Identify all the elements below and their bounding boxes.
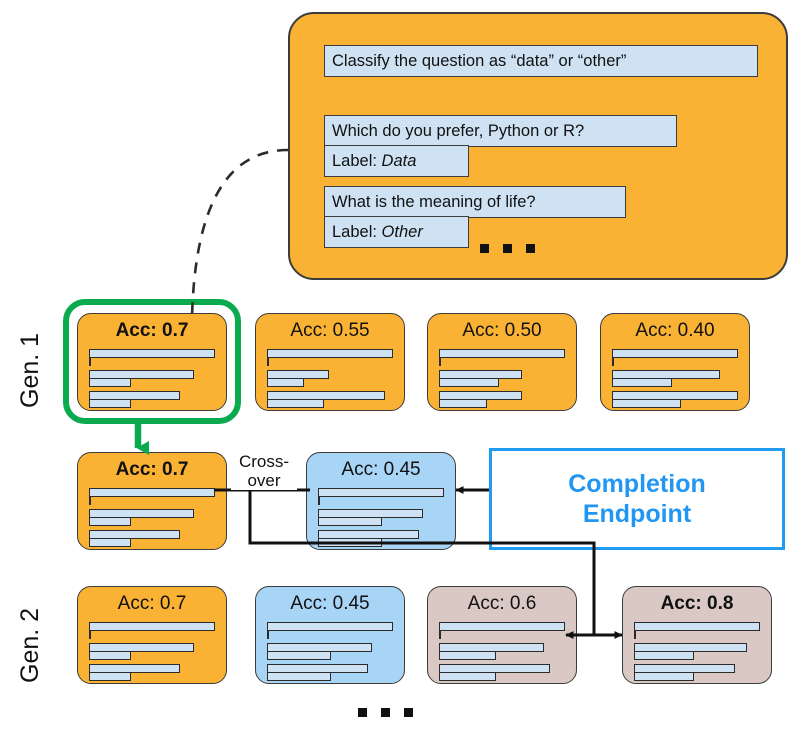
crossover-child-bars [318, 488, 444, 547]
prompt-ellipsis-icon [480, 244, 535, 253]
prompt-example-1-label: Label: Data [324, 145, 469, 177]
gen2-card-2-bars [267, 622, 393, 681]
gen1-card-3-bars [439, 349, 565, 408]
gen2-card-4[interactable]: Acc: 0.8 [622, 586, 772, 684]
gen2-card-3[interactable]: Acc: 0.6 [427, 586, 577, 684]
completion-endpoint-line-1: Completion [568, 470, 706, 498]
prompt-example-1-label-prefix: Label: [332, 152, 382, 170]
prompt-example-2-label-prefix: Label: [332, 223, 382, 241]
gen1-card-3-title: Acc: 0.50 [462, 320, 542, 341]
gen2-card-3-title: Acc: 0.6 [467, 593, 537, 614]
gen2-card-4-bars [634, 622, 760, 681]
prompt-instruction-text: Classify the question as “data” or “othe… [324, 45, 758, 77]
gen2-card-3-bars [439, 622, 565, 681]
crossover-parent-title: Acc: 0.7 [115, 459, 189, 480]
completion-endpoint-line-2: Endpoint [582, 500, 692, 528]
generation-2-label: Gen. 2 [16, 607, 44, 683]
completion-endpoint-box[interactable]: Completion Endpoint [489, 448, 785, 550]
generation-1-label: Gen. 1 [16, 332, 44, 408]
gen1-card-1[interactable]: Acc: 0.7 [77, 313, 227, 411]
gen1-card-4[interactable]: Acc: 0.40 [600, 313, 750, 411]
crossover-child-card[interactable]: Acc: 0.45 [306, 452, 456, 550]
gen2-card-1-title: Acc: 0.7 [117, 593, 187, 614]
gen1-card-1-bars [89, 349, 215, 408]
crossover-parent-bars [89, 488, 215, 547]
crossover-label-line-2: over [247, 471, 281, 490]
prompt-template-box: Classify the question as “data” or “othe… [288, 12, 788, 280]
prompt-example-2-question: What is the meaning of life? [324, 186, 626, 218]
gen1-card-2-title: Acc: 0.55 [290, 320, 370, 341]
crossover-child-title: Acc: 0.45 [341, 459, 421, 480]
gen2-card-1[interactable]: Acc: 0.7 [77, 586, 227, 684]
crossover-label: Cross- over [231, 452, 297, 490]
dashed-prompt-link [190, 148, 289, 319]
gen1-card-2-bars [267, 349, 393, 408]
prompt-example-2-label-value: Other [381, 223, 423, 241]
prompt-example-1-label-value: Data [381, 152, 417, 170]
gen2-card-2[interactable]: Acc: 0.45 [255, 586, 405, 684]
gen1-card-1-title: Acc: 0.7 [115, 320, 189, 341]
gen1-card-3[interactable]: Acc: 0.50 [427, 313, 577, 411]
gen1-card-4-title: Acc: 0.40 [635, 320, 715, 341]
gen2-card-1-bars [89, 622, 215, 681]
prompt-example-1-question: Which do you prefer, Python or R? [324, 115, 677, 147]
bottom-ellipsis-icon [358, 708, 413, 717]
crossover-label-line-1: Cross- [238, 452, 290, 471]
crossover-parent-card[interactable]: Acc: 0.7 [77, 452, 227, 550]
selected-candidate-highlight [63, 299, 241, 424]
gen2-card-2-title: Acc: 0.45 [290, 593, 370, 614]
gen1-card-4-bars [612, 349, 738, 408]
prompt-example-2-label: Label: Other [324, 216, 469, 248]
gen1-card-2[interactable]: Acc: 0.55 [255, 313, 405, 411]
gen2-card-4-title: Acc: 0.8 [660, 593, 734, 614]
completion-endpoint-text: Completion Endpoint [568, 469, 706, 529]
